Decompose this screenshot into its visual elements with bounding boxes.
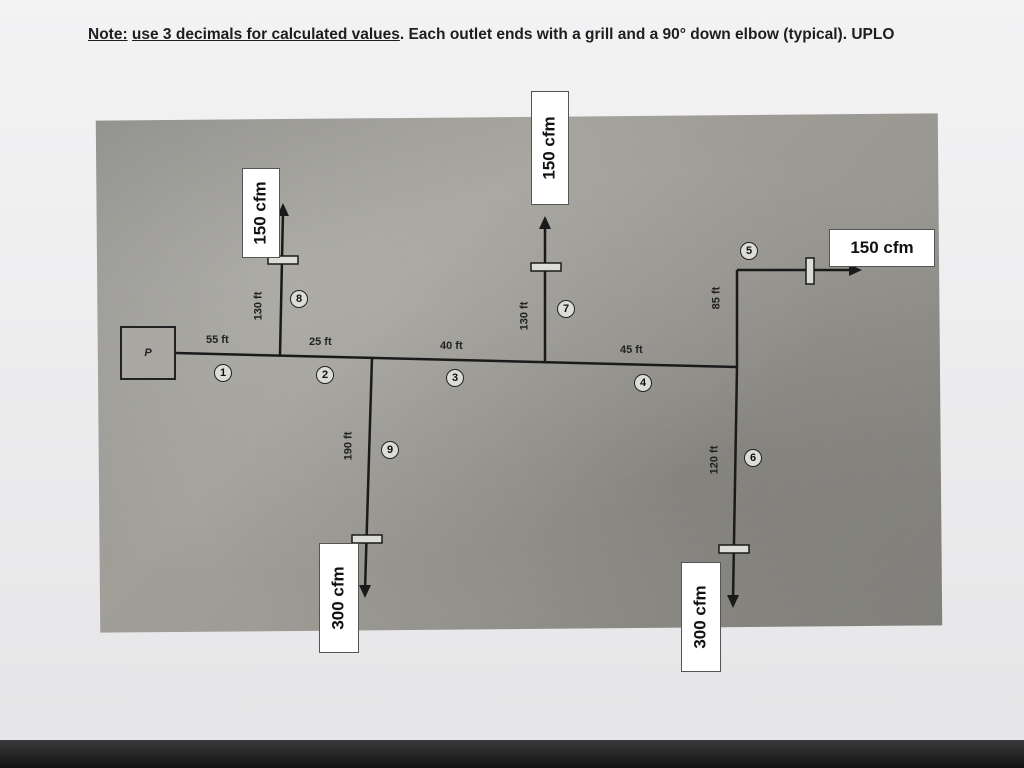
grill-7 — [530, 262, 562, 272]
grill-5 — [805, 257, 815, 285]
duct-main — [175, 351, 738, 369]
note-line: Note: use 3 decimals for calculated valu… — [88, 26, 1024, 44]
duct-9 — [363, 356, 374, 591]
length-9: 190 ft — [342, 431, 355, 461]
arrow-9 — [359, 585, 371, 598]
length-2: 25 ft — [309, 336, 332, 348]
monitor-bezel — [0, 740, 1024, 768]
node-2: 2 — [316, 366, 334, 384]
flow-label-5: 150 cfm — [829, 229, 935, 267]
flow-label-9: 300 cfm — [319, 543, 359, 653]
flow-label-6: 300 cfm — [681, 562, 721, 672]
grill-9 — [351, 534, 383, 544]
duct-6 — [731, 366, 739, 601]
node-5: 5 — [740, 242, 758, 260]
node-3: 3 — [446, 369, 464, 387]
arrow-6 — [727, 595, 739, 608]
flow-text-8: 150 cfm — [251, 181, 271, 245]
arrow-5 — [849, 264, 862, 276]
node-4: 4 — [634, 374, 652, 392]
node-9: 9 — [381, 441, 399, 459]
length-3: 40 ft — [440, 340, 463, 352]
flow-text-9: 300 cfm — [329, 566, 349, 630]
note-rest: . Each outlet ends with a grill and a 90… — [399, 26, 895, 43]
flow-label-7: 150 cfm — [531, 91, 569, 205]
arrow-7 — [539, 216, 551, 229]
length-8: 130 ft — [252, 291, 265, 321]
length-1: 55 ft — [206, 334, 229, 346]
node-6: 6 — [744, 449, 762, 467]
grill-8 — [267, 255, 299, 265]
flow-text-5: 150 cfm — [850, 238, 914, 257]
node-7: 7 — [557, 300, 575, 318]
screen: Note: use 3 decimals for calculated valu… — [0, 0, 1024, 740]
node-8: 8 — [290, 290, 308, 308]
flow-label-8: 150 cfm — [242, 168, 280, 258]
flow-text-7: 150 cfm — [540, 116, 560, 180]
note-prefix: Note: — [88, 26, 128, 43]
length-6: 120 ft — [708, 445, 721, 475]
length-7: 130 ft — [518, 301, 531, 331]
arrow-8 — [277, 203, 289, 216]
length-4: 45 ft — [620, 344, 643, 356]
fan-box: P — [120, 326, 176, 380]
fan-label: P — [144, 347, 152, 359]
duct-8 — [278, 211, 285, 356]
duct-diagram — [175, 203, 862, 608]
flow-text-6: 300 cfm — [691, 585, 711, 649]
grill-6 — [718, 544, 750, 554]
length-5: 85 ft — [710, 286, 723, 310]
node-1: 1 — [214, 364, 232, 382]
note-underlined: use 3 decimals for calculated values — [131, 26, 400, 43]
